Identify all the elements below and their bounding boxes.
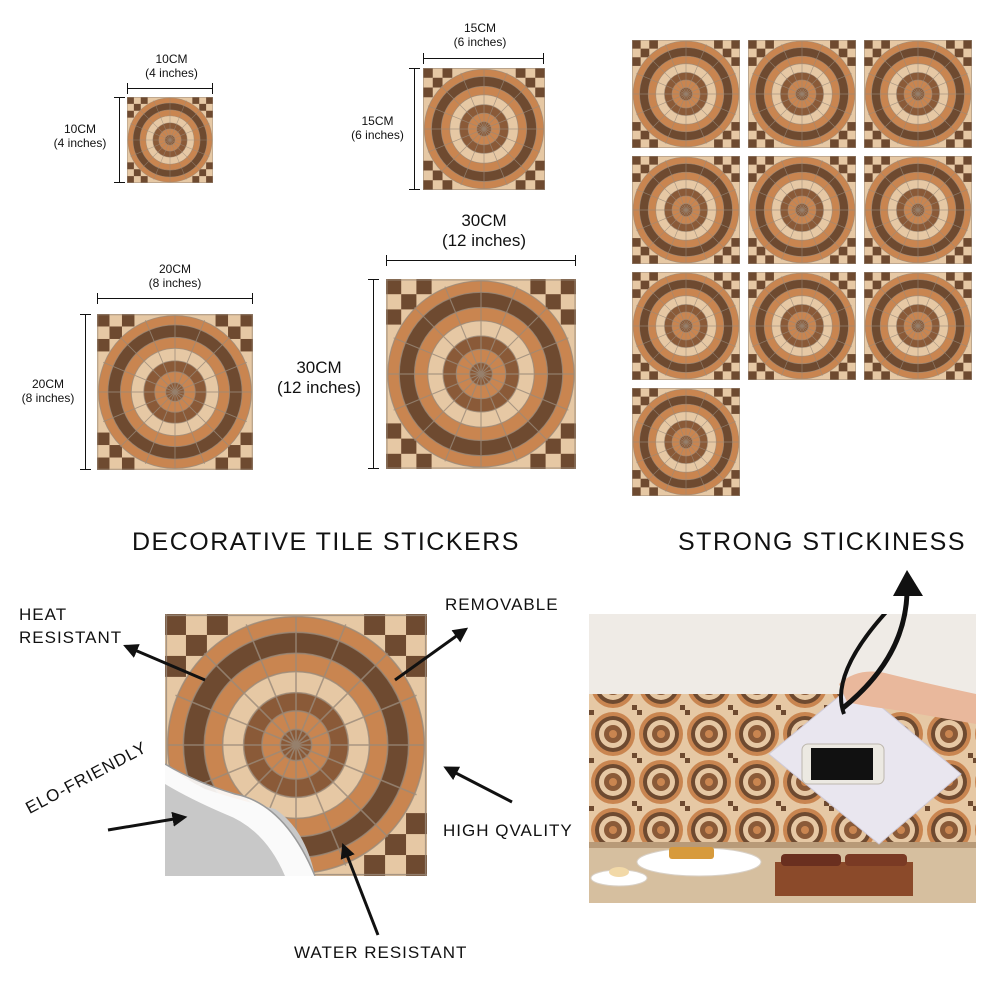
- tile-pack-grid: [632, 40, 972, 496]
- pack-tile: [748, 40, 856, 148]
- arrow-heat-resistant: [123, 644, 206, 682]
- feature-tile: [165, 614, 427, 876]
- width-cm-15: 15CM: [463, 21, 496, 35]
- tile-sample-10cm: [127, 97, 213, 183]
- width-label-20cm: 20CM (8 inches): [125, 262, 225, 291]
- width-inches-20: (8 inches): [148, 275, 202, 290]
- stickiness-arrow: [841, 570, 923, 710]
- arrow-removable: [394, 627, 469, 682]
- arrow-high-quality: [443, 766, 513, 804]
- tile-sample-30cm: [386, 279, 576, 469]
- width-inches-30: (12 inches): [441, 231, 527, 251]
- tile-sample-15cm: [423, 68, 545, 190]
- width-label-30cm: 30CM (12 inches): [414, 211, 554, 252]
- peeled-corner: [165, 763, 316, 876]
- pack-tile: [864, 40, 972, 148]
- width-cm-10: 10CM: [155, 52, 188, 66]
- height-cm-15: 15CM: [361, 114, 394, 128]
- width-label-10cm: 10CM (4 inches): [124, 52, 219, 81]
- height-dimension-line-30cm: [368, 279, 379, 469]
- width-dimension-line-20cm: [97, 293, 253, 304]
- feature-water-resistant: WATER RESISTANT: [294, 943, 468, 962]
- width-dimension-line-30cm: [386, 255, 576, 266]
- pack-tile: [632, 40, 740, 148]
- height-label-30cm: 30CM (12 inches): [264, 358, 374, 399]
- height-label-20cm: 20CM (8 inches): [12, 377, 84, 406]
- width-dimension-line-15cm: [423, 53, 544, 64]
- width-dimension-line-10cm: [127, 83, 213, 94]
- pack-tile: [632, 156, 740, 264]
- stickiness-photo: [589, 614, 976, 903]
- heading-decorative-tile-stickers: DECORATIVE TILE STICKERS: [132, 528, 520, 556]
- width-inches-10: (4 inches): [145, 65, 198, 80]
- tile-sample-20cm: [97, 314, 253, 470]
- pack-tile: [632, 272, 740, 380]
- arrow-water-resistant: [340, 843, 380, 936]
- height-inches-10: (4 inches): [53, 135, 107, 150]
- height-label-10cm: 10CM (4 inches): [40, 122, 120, 151]
- feature-removable: REMOVABLE: [445, 595, 559, 614]
- arrow-eco-friendly: [107, 811, 188, 832]
- height-inches-20: (8 inches): [21, 390, 75, 405]
- height-label-15cm: 15CM (6 inches): [340, 114, 415, 143]
- height-cm-10: 10CM: [63, 122, 96, 136]
- pack-tile: [748, 272, 856, 380]
- pack-tile: [632, 388, 740, 496]
- width-cm-30: 30CM: [461, 211, 507, 230]
- feature-heat-line1: HEAT: [19, 605, 68, 624]
- pack-tile: [748, 156, 856, 264]
- height-cm-20: 20CM: [31, 377, 64, 391]
- height-inches-15: (6 inches): [351, 127, 404, 142]
- height-dimension-line-15cm: [409, 68, 420, 190]
- pack-tile: [864, 156, 972, 264]
- stickiness-scene: [589, 614, 976, 903]
- height-inches-30: (12 inches): [276, 378, 362, 398]
- height-dimension-line-10cm: [114, 97, 125, 183]
- pack-tile: [864, 272, 972, 380]
- feature-high-quality: HIGH QVALITY: [443, 821, 573, 840]
- width-cm-20: 20CM: [158, 262, 191, 276]
- feature-arrows: [107, 627, 513, 936]
- feature-heat-line2: RESISTANT: [19, 627, 123, 647]
- height-dimension-line-20cm: [80, 314, 91, 470]
- feature-heat-resistant: HEAT RESISTANT: [19, 604, 122, 650]
- width-label-15cm: 15CM (6 inches): [430, 21, 530, 50]
- heading-strong-stickiness: STRONG STICKINESS: [678, 528, 967, 556]
- width-inches-15: (6 inches): [453, 34, 507, 49]
- height-cm-30: 30CM: [296, 358, 342, 377]
